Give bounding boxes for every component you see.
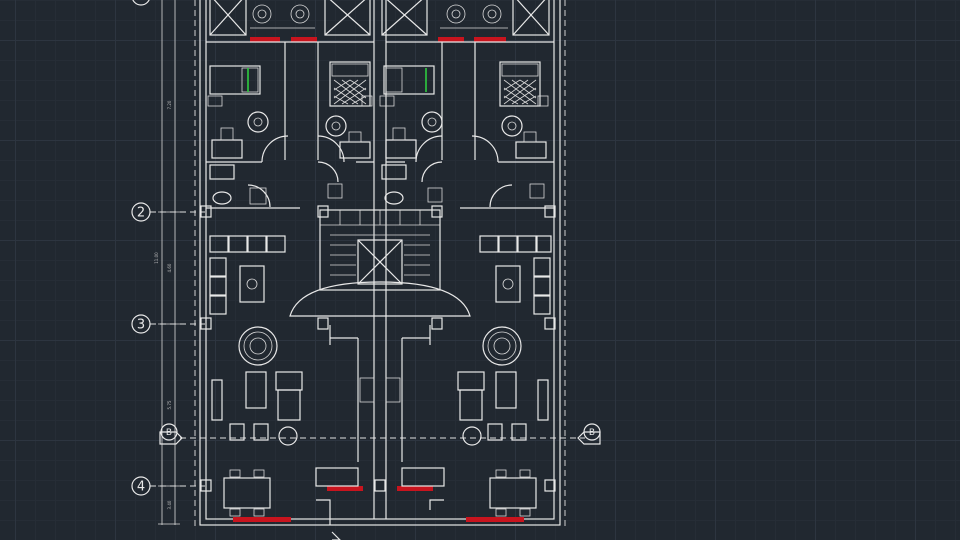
dimension-label: 7.20	[167, 100, 172, 109]
dining-table-icon	[223, 469, 537, 517]
section-marker-left[interactable]: B	[159, 423, 183, 445]
entry-arrow-icon	[331, 531, 341, 540]
stair-core	[289, 209, 471, 317]
bed-icon	[207, 61, 549, 107]
planter-icon	[250, 4, 508, 29]
grid-marker-3[interactable]: 3	[131, 314, 151, 334]
dimension-label: 5.75	[167, 400, 172, 409]
armchair-icon	[211, 371, 549, 446]
grid-axis-lines	[150, 0, 585, 530]
section-marker-label: B	[589, 428, 595, 438]
lamp-icon	[247, 111, 523, 137]
desk-icon	[211, 127, 547, 159]
interior-partitions	[206, 41, 554, 209]
section-marker-label: B	[166, 428, 172, 438]
grid-marker-top	[132, 0, 150, 6]
toilet-icon	[209, 164, 545, 205]
ventilation-shafts	[209, 0, 550, 36]
rug-icon	[238, 326, 522, 366]
dimension-label: 4.60	[167, 263, 172, 272]
grid-marker-label: 2	[137, 206, 145, 221]
dimension-label: 11.00	[154, 252, 159, 264]
window-openings	[233, 37, 524, 522]
grid-marker-2[interactable]: 2	[131, 202, 151, 222]
grid-marker-4[interactable]: 4	[131, 476, 151, 496]
sofa-icon	[209, 235, 552, 315]
dimension-chain: 7.20 4.60 11.00 5.75 3.40	[154, 0, 180, 525]
exterior-walls	[199, 0, 561, 526]
corridor-walls	[315, 325, 445, 525]
grid-marker-label: 4	[137, 480, 145, 495]
dimension-label: 3.40	[167, 500, 172, 509]
section-marker-right[interactable]: B	[577, 423, 601, 445]
grid-marker-label: 3	[137, 318, 145, 333]
structural-columns	[200, 205, 556, 492]
